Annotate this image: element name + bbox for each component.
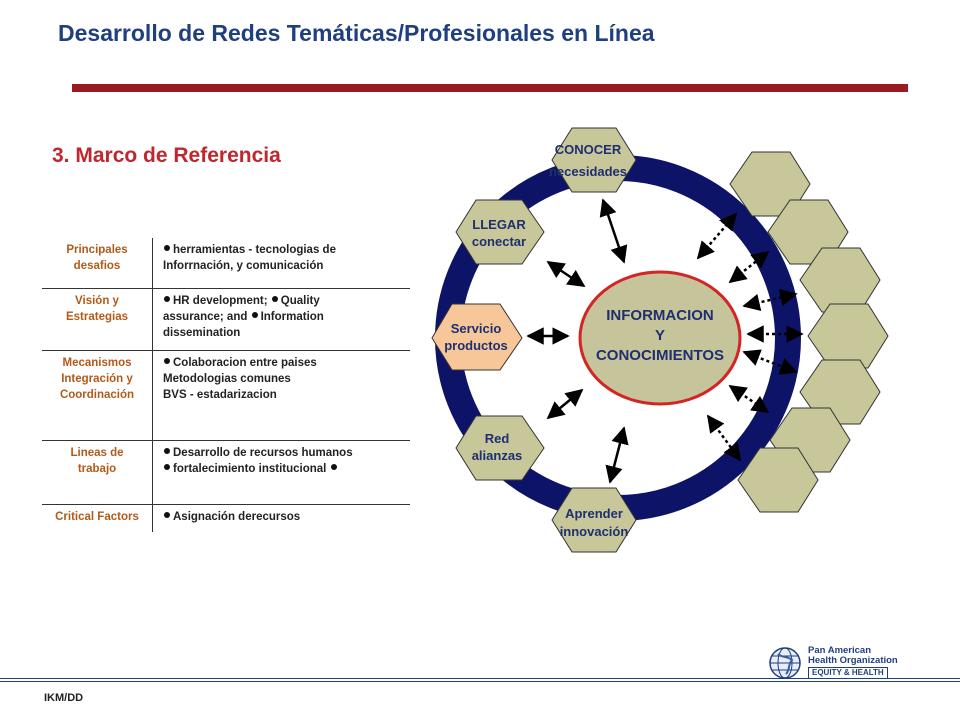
row-content: Colaboracion entre paises Metodologias c… <box>152 349 410 440</box>
node-hexagon <box>455 415 545 481</box>
bullet-icon <box>330 463 337 470</box>
node-conocer: CONOCER necesidades <box>549 127 637 193</box>
bullet-icon <box>271 295 278 302</box>
bullet-icon <box>251 311 258 318</box>
placeholder-hexagon <box>807 303 889 369</box>
title-underline <box>72 84 908 92</box>
center-label: Y <box>655 327 665 344</box>
node-label: LLEGAR <box>472 217 526 232</box>
dotted-arrow <box>728 250 770 284</box>
node-servicio: Servicio productos <box>431 303 523 371</box>
node-label: productos <box>444 338 508 353</box>
dotted-arrow <box>696 212 738 260</box>
row-label: Critical Factors <box>42 503 153 532</box>
node-label: CONOCER <box>555 142 622 157</box>
row-content: Desarrollo de recursos humanos fortaleci… <box>152 439 410 504</box>
solid-arrows <box>526 198 629 484</box>
node-label: innovación <box>560 524 629 539</box>
dotted-arrow <box>742 289 798 311</box>
network-diagram: CONOCER necesidades LLEGAR conectar Serv… <box>431 127 889 553</box>
row-content: Asignación derecursos <box>152 503 410 532</box>
bullet-icon <box>164 463 170 470</box>
node-red: Red alianzas <box>455 415 545 481</box>
node-label: Aprender <box>565 506 623 521</box>
node-hexagon <box>551 127 637 193</box>
node-hexagon <box>455 199 545 265</box>
node-aprender: Aprender innovación <box>551 487 637 553</box>
placeholder-hexagon <box>737 447 819 513</box>
row-content: HR development; Quality assurance; and I… <box>152 287 410 350</box>
node-label: conectar <box>472 234 526 249</box>
arrow <box>546 388 584 420</box>
dotted-arrow <box>728 384 770 414</box>
page-title: Desarrollo de Redes Temáticas/Profesiona… <box>58 20 655 46</box>
footer-rule <box>0 681 960 682</box>
center-ellipse <box>578 270 742 406</box>
row-content: herramientas - tecnologias de Inforrnaci… <box>163 244 336 272</box>
center-label: CONOCIMIENTOS <box>596 347 724 364</box>
footer-code: IKM/DD <box>44 692 84 704</box>
bullet-icon <box>164 295 170 302</box>
node-label: necesidades <box>549 164 627 179</box>
bullet-icon <box>164 245 170 251</box>
arrow <box>546 260 586 288</box>
node-hexagon <box>431 303 523 371</box>
node-label: Servicio <box>451 321 502 336</box>
bullet-icon <box>164 447 170 454</box>
arrow <box>599 198 628 264</box>
globe-icon <box>769 647 801 679</box>
bullet-icon <box>164 357 170 364</box>
bullet-icon <box>164 511 170 518</box>
footer-rule <box>0 678 960 679</box>
node-label: Red <box>485 431 510 446</box>
table-row: Critical Factors Asignación derecursos <box>42 503 410 532</box>
node-hexagon <box>551 487 637 553</box>
arrow <box>605 426 629 484</box>
paho-logo: Pan American Health Organization EQUITY … <box>768 646 918 680</box>
node-label: alianzas <box>472 448 523 463</box>
node-llegar: LLEGAR conectar <box>455 199 545 265</box>
section-title: 3. Marco de Referencia <box>52 144 281 167</box>
placeholder-hexagon-group <box>729 151 889 513</box>
dotted-arrows <box>696 212 804 462</box>
logo-text: Pan American Health Organization EQUITY … <box>808 645 898 679</box>
center-label: INFORMACION <box>606 307 714 324</box>
center-node: INFORMACION Y CONOCIMIENTOS <box>578 270 742 406</box>
